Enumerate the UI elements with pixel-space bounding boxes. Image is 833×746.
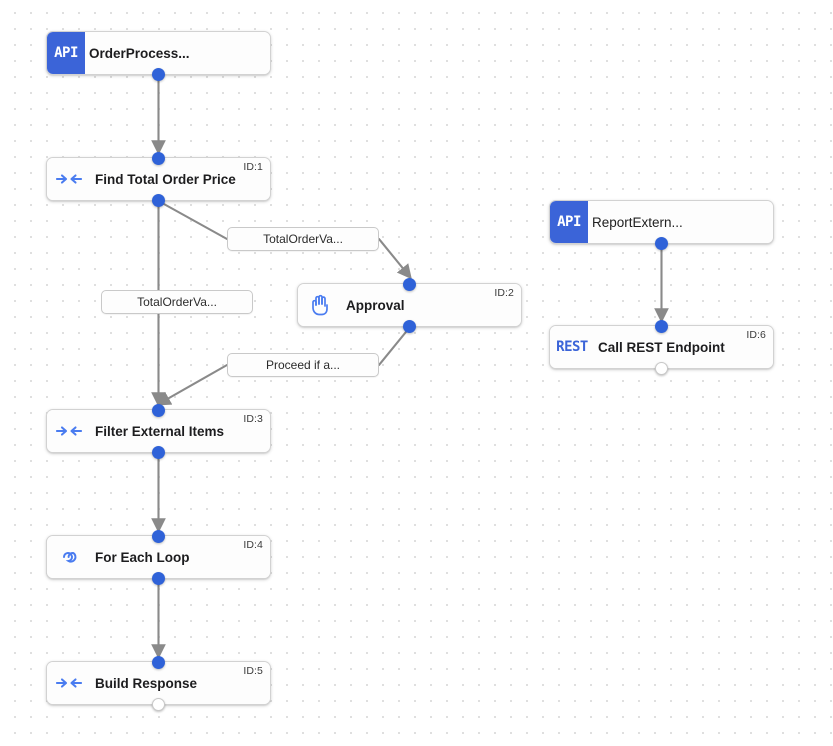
node-find-total-order-price[interactable]: Find Total Order Price ID:1 — [46, 151, 271, 207]
connector-top[interactable] — [152, 151, 165, 165]
connector-top[interactable] — [403, 277, 416, 291]
node-id-label: ID:5 — [243, 665, 263, 677]
node-id-label: ID:1 — [243, 161, 263, 173]
node-title: ReportExtern... — [592, 214, 683, 230]
node-build-response[interactable]: Build Response ID:5 — [46, 655, 271, 711]
transform-icon — [47, 410, 91, 452]
connector-bottom[interactable] — [152, 571, 165, 585]
connector-bottom[interactable] — [655, 236, 668, 250]
node-for-each-loop[interactable]: For Each Loop ID:4 — [46, 529, 271, 585]
node-title: OrderProcess... — [89, 45, 190, 61]
hand-icon — [298, 284, 342, 326]
connector-bottom[interactable] — [152, 67, 165, 81]
node-id-label: ID:2 — [494, 287, 514, 299]
transform-icon — [47, 662, 91, 704]
node-report-extern[interactable]: API ReportExtern... — [549, 200, 774, 250]
edge-label-total-order-value-1[interactable]: TotalOrderVa... — [227, 227, 379, 251]
connector-top[interactable] — [152, 403, 165, 417]
node-title: For Each Loop — [95, 549, 190, 565]
connector-top[interactable] — [655, 319, 668, 333]
connector-bottom[interactable] — [655, 361, 668, 375]
node-filter-external-items[interactable]: Filter External Items ID:3 — [46, 403, 271, 459]
node-title: Approval — [346, 297, 405, 313]
loop-icon — [47, 536, 91, 578]
node-title: Find Total Order Price — [95, 171, 236, 187]
connector-top[interactable] — [152, 529, 165, 543]
api-badge-icon: API — [550, 201, 588, 243]
connector-bottom[interactable] — [152, 193, 165, 207]
node-title: Call REST Endpoint — [598, 339, 725, 355]
node-id-label: ID:4 — [243, 539, 263, 551]
edge-label-proceed-if-approved[interactable]: Proceed if a... — [227, 353, 379, 377]
node-id-label: ID:6 — [746, 329, 766, 341]
rest-badge-icon: REST — [556, 339, 588, 355]
connector-bottom[interactable] — [152, 445, 165, 459]
edge-label-total-order-value-2[interactable]: TotalOrderVa... — [101, 290, 253, 314]
connector-bottom[interactable] — [152, 697, 165, 711]
node-title: Filter External Items — [95, 423, 225, 439]
connector-bottom[interactable] — [403, 319, 416, 333]
node-order-process[interactable]: API OrderProcess... — [46, 31, 271, 81]
node-id-label: ID:3 — [243, 413, 263, 425]
node-call-rest-endpoint[interactable]: REST Call REST Endpoint ID:6 — [549, 319, 774, 375]
node-approval[interactable]: Approval ID:2 — [297, 277, 522, 333]
api-badge-icon: API — [47, 32, 85, 74]
connector-top[interactable] — [152, 655, 165, 669]
transform-icon — [47, 158, 91, 200]
node-title: Build Response — [95, 675, 198, 691]
